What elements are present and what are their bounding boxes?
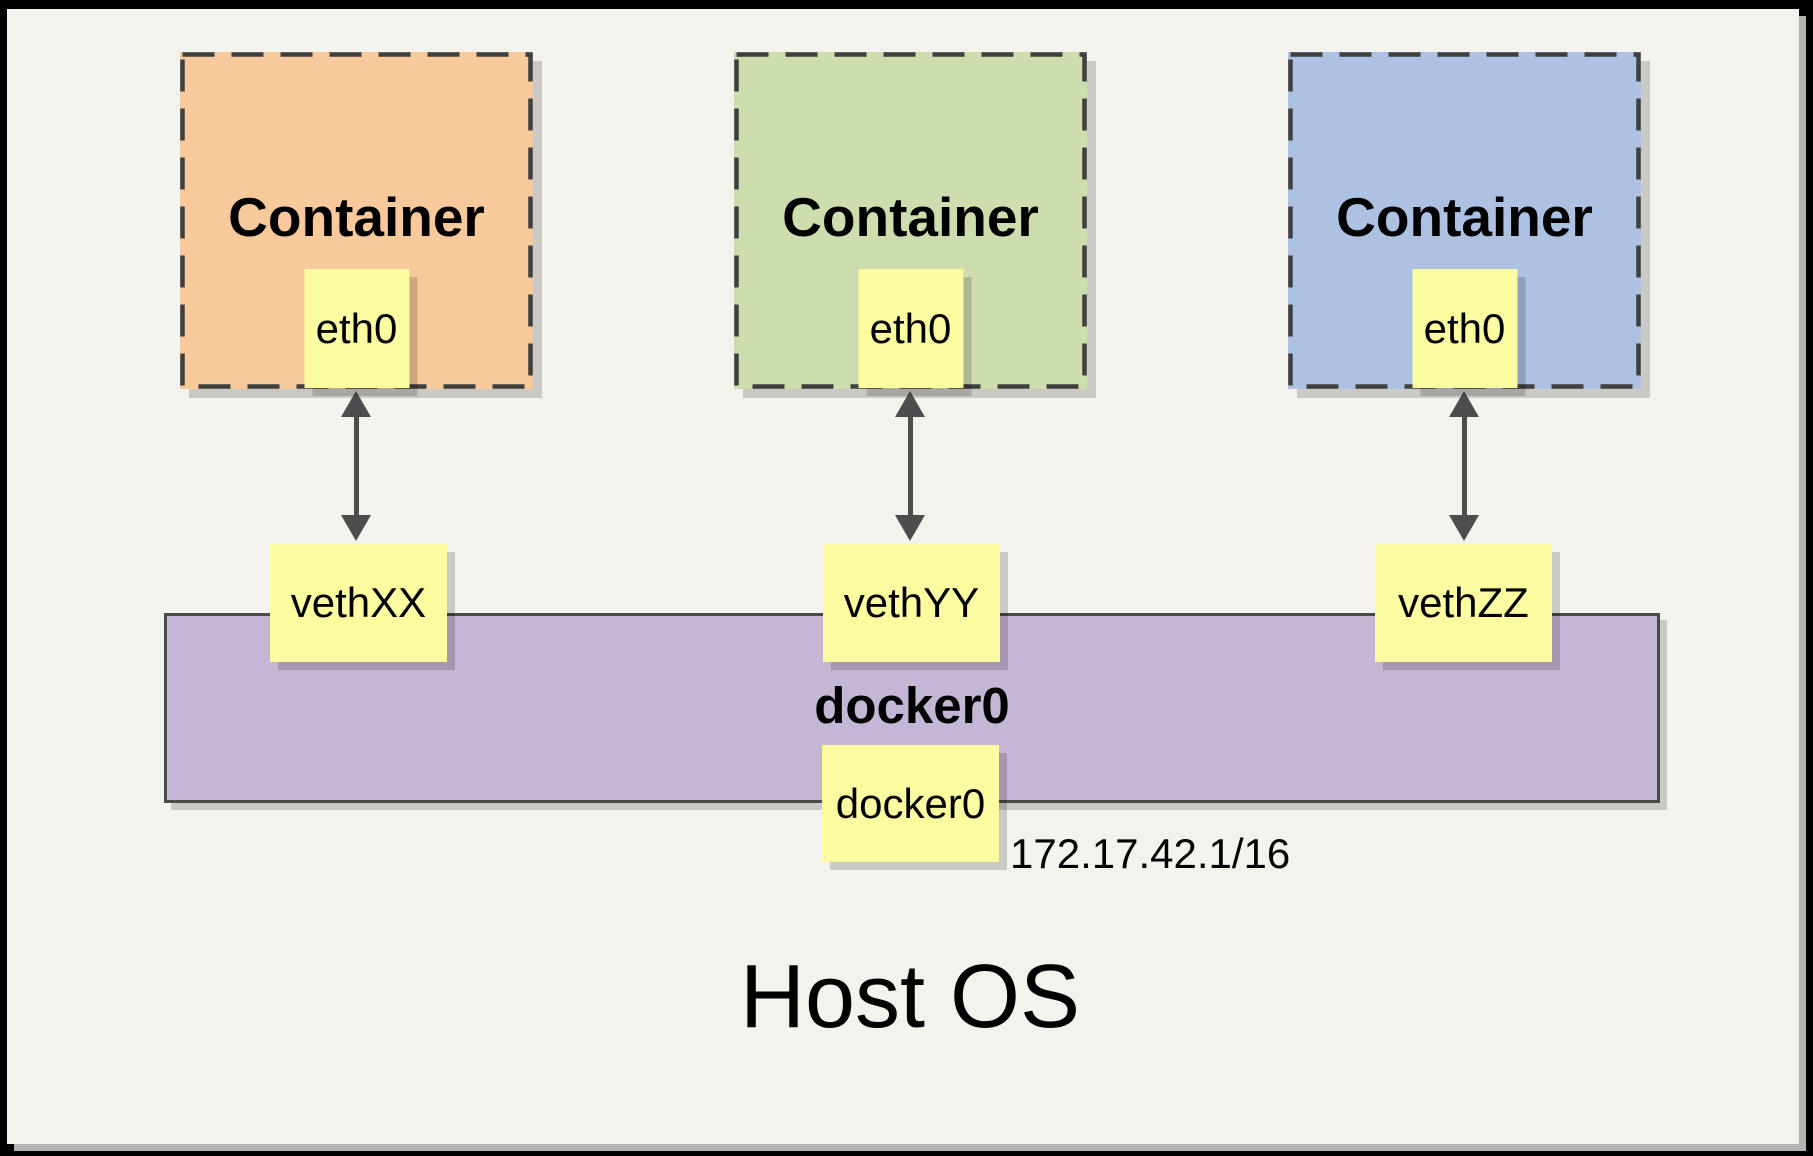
- arrowhead-down-icon: [895, 515, 925, 541]
- arrowhead-down-icon: [1449, 515, 1479, 541]
- arrow-shaft: [353, 417, 359, 515]
- arrowhead-up-icon: [1449, 391, 1479, 417]
- bridge-ip-label: 172.17.42.1/16: [1010, 830, 1291, 877]
- double-arrow-icon-1: [341, 391, 371, 541]
- eth0-box-2: eth0: [858, 269, 963, 388]
- arrow-shaft: [907, 417, 913, 515]
- double-arrow-icon-2: [895, 391, 925, 541]
- veth-box-2: vethYY: [823, 544, 1000, 662]
- container-title: Container: [1336, 186, 1593, 248]
- veth-label: vethXX: [290, 579, 427, 626]
- docker0-interface-label: docker0: [835, 779, 986, 827]
- eth0-box-1: eth0: [304, 269, 409, 388]
- container-box-2: Container eth0: [734, 52, 1087, 389]
- docker0-bridge-title: docker0: [814, 677, 1010, 734]
- host-os-label: Host OS: [739, 947, 1081, 1047]
- container-box-1: Container eth0: [180, 52, 533, 389]
- eth0-label: eth0: [1423, 304, 1506, 352]
- arrowhead-up-icon: [341, 391, 371, 417]
- arrow-shaft: [1461, 417, 1467, 515]
- veth-box-3: vethZZ: [1375, 544, 1552, 662]
- veth-label: vethZZ: [1398, 579, 1529, 626]
- container-title: Container: [228, 186, 485, 248]
- arrowhead-up-icon: [895, 391, 925, 417]
- arrowhead-down-icon: [341, 515, 371, 541]
- eth0-label: eth0: [869, 304, 952, 352]
- container-title: Container: [782, 186, 1039, 248]
- double-arrow-icon-3: [1449, 391, 1479, 541]
- veth-label: vethYY: [843, 579, 980, 626]
- container-box-3: Container eth0: [1288, 52, 1641, 389]
- host-os-page: Container eth0 Container eth0 Container …: [7, 9, 1799, 1144]
- eth0-box-3: eth0: [1412, 269, 1517, 388]
- eth0-label: eth0: [315, 304, 398, 352]
- veth-box-1: vethXX: [270, 544, 447, 662]
- docker0-interface-box: docker0: [822, 745, 999, 862]
